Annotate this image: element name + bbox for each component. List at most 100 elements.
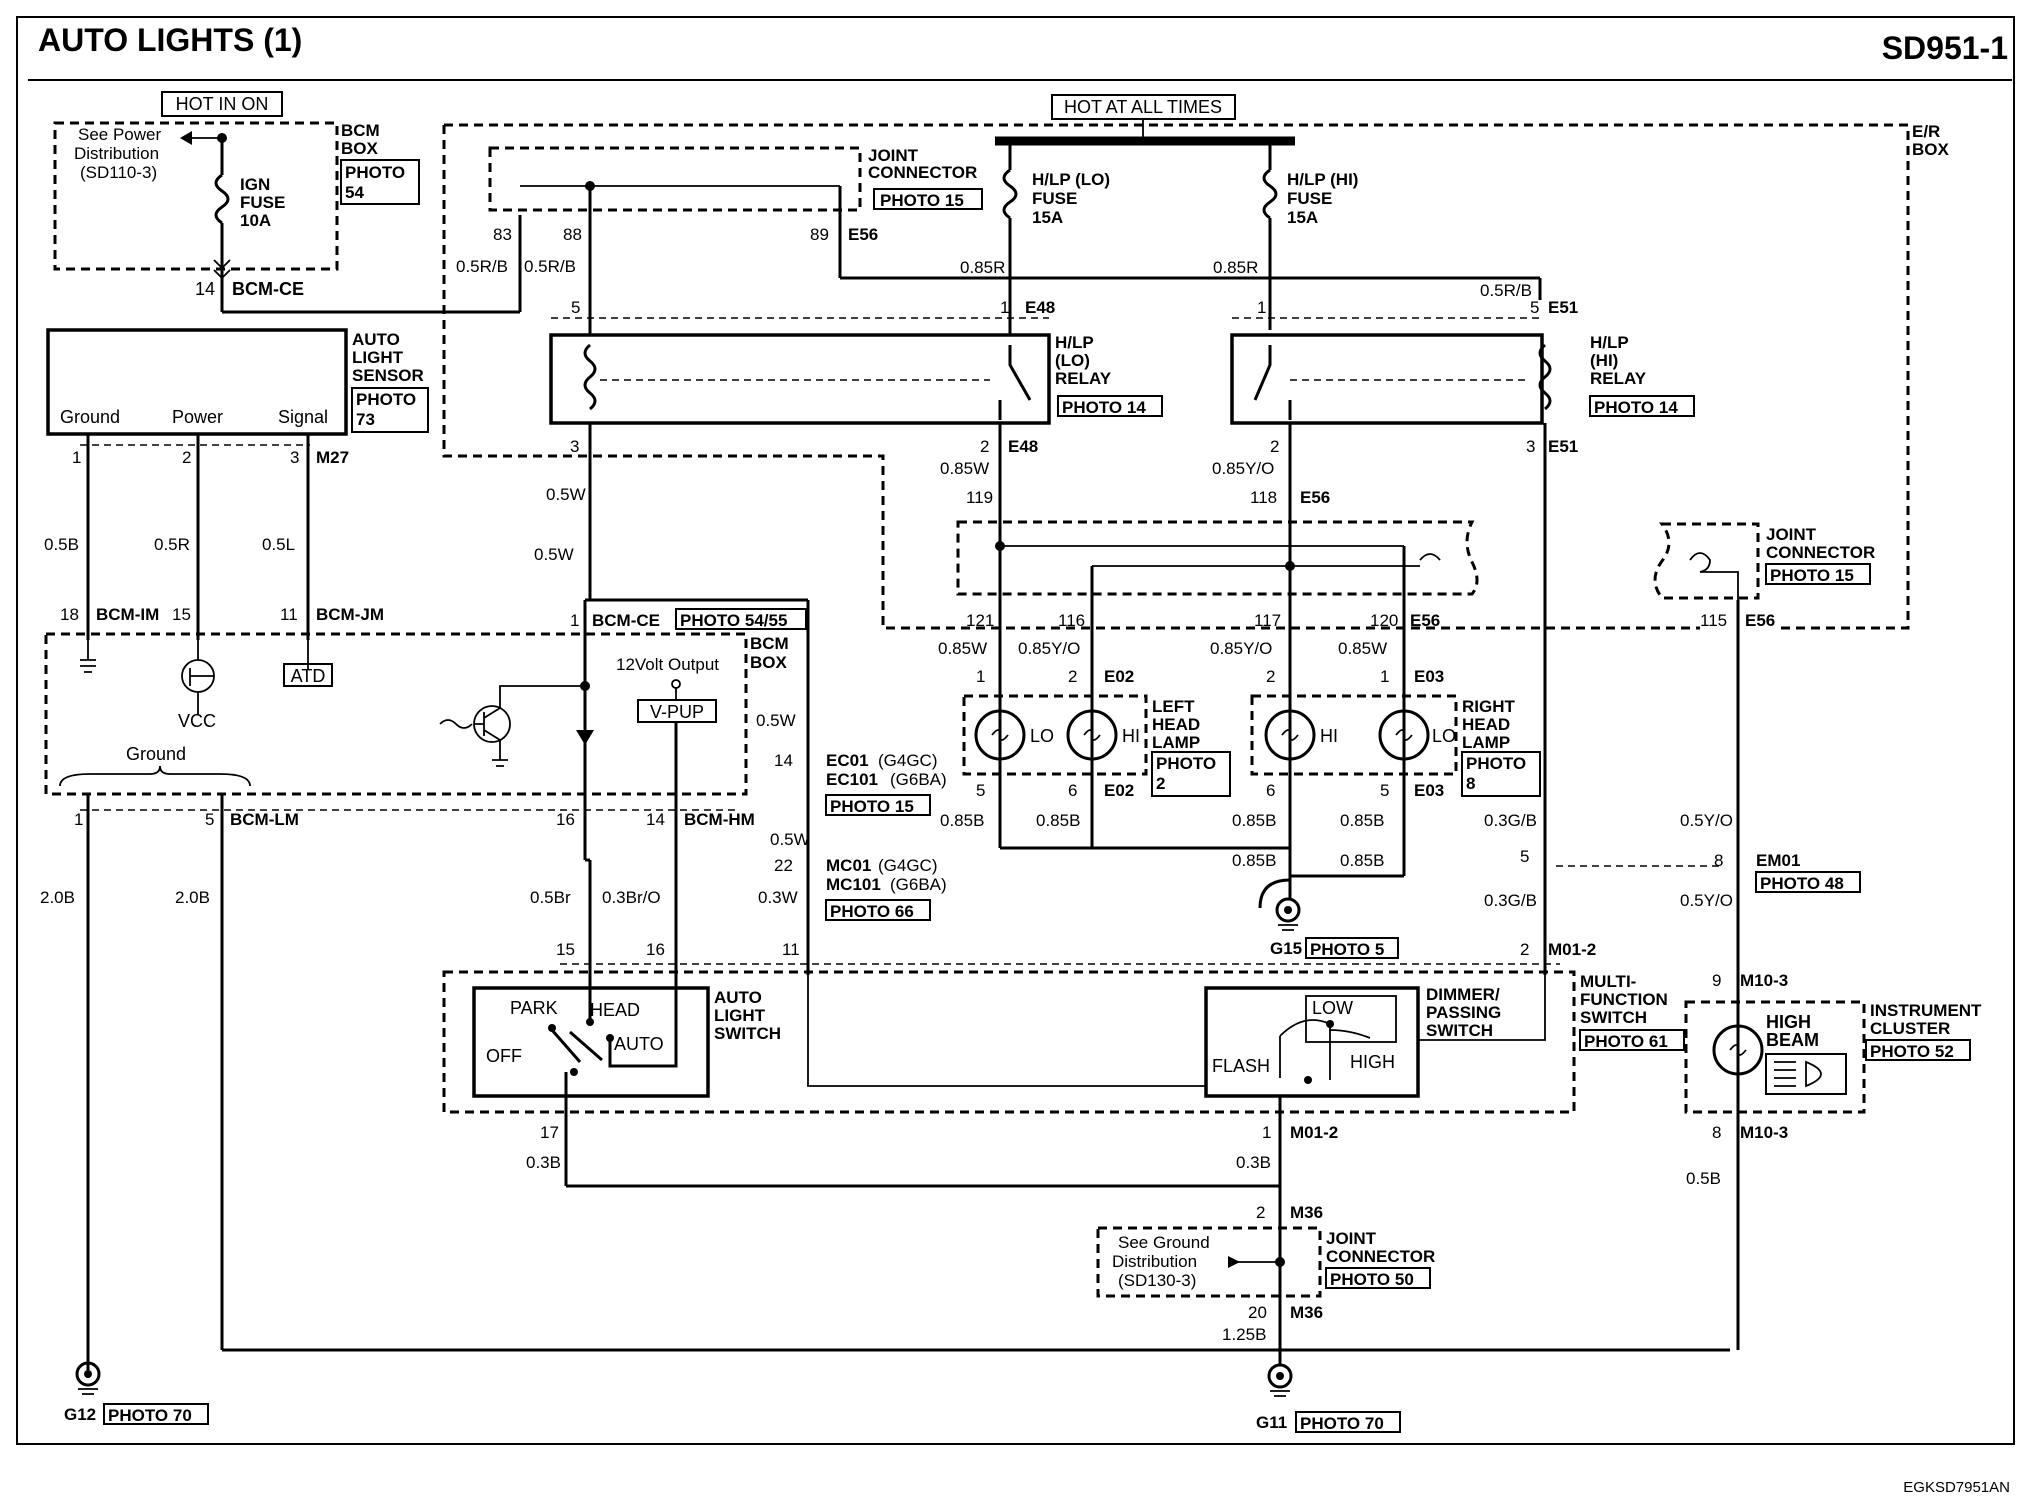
bcm-box-mid-label-1: BCM (750, 634, 789, 653)
hot-in-on-label: HOT IN ON (176, 94, 269, 114)
fuse-lo-1: H/LP (LO) (1032, 170, 1110, 189)
pin-label: 1 (1000, 298, 1009, 317)
transistor-leads (189, 640, 214, 715)
filament-icon (1395, 729, 1413, 741)
mfs-label-1: MULTI- (1580, 972, 1636, 991)
als-label-3: SWITCH (714, 1024, 781, 1043)
photo-box (1057, 395, 1163, 417)
fuse-icon (214, 173, 230, 225)
right-head-lamp (1250, 694, 1458, 776)
photo-label: PHOTO (1156, 754, 1216, 773)
see-ground-2: Distribution (1112, 1252, 1197, 1271)
connector-e51: E51 (1548, 437, 1578, 456)
output-terminal (671, 679, 681, 689)
pin-label: 1 (976, 667, 985, 686)
relay-switch-icon (1253, 345, 1292, 420)
instrument-cluster-label-1: INSTRUMENT (1870, 1001, 1982, 1020)
als-wires (588, 975, 678, 1068)
page-frame (16, 16, 2015, 1445)
connector-e51: E51 (1548, 298, 1578, 317)
photo-num: 2 (1156, 774, 1165, 793)
connector-mc01: MC01 (826, 856, 871, 875)
connector-m01-2: M01-2 (1290, 1123, 1338, 1142)
contact-dot (606, 1034, 614, 1042)
pin-label: 1 (74, 810, 83, 829)
fuse-icon (1262, 168, 1278, 220)
connector-ec101: EC101 (826, 770, 878, 789)
photo-box (1755, 871, 1861, 893)
lamp-icon (1712, 1024, 1764, 1076)
pin-label: 18 (60, 605, 79, 624)
terminal-power: Power (172, 407, 223, 427)
wire-label: 0.85W (940, 459, 989, 478)
contact-dot (586, 1018, 594, 1026)
switch-flash: FLASH (1212, 1056, 1270, 1076)
relay-lo-label-2: (LO) (1055, 351, 1090, 370)
photo-label: PHOTO 15 (830, 797, 914, 816)
ign-fuse-2: FUSE (240, 193, 285, 212)
ground-point-icon (1267, 1363, 1293, 1389)
mfs-label-3: SWITCH (1580, 1008, 1647, 1027)
wire-label: 0.85W (1338, 639, 1387, 658)
connector-mc01-sub: (G4GC) (878, 856, 938, 875)
high-beam-indicator-icon (1765, 1053, 1847, 1095)
ground-icon (80, 640, 96, 673)
joint-connector-bottom (1096, 1226, 1322, 1298)
twelve-volt-label: 12Volt Output (616, 655, 719, 674)
switch-auto: AUTO (614, 1034, 664, 1054)
switch-park: PARK (510, 998, 558, 1018)
bcm-box-mid-label-2: BOX (750, 653, 788, 672)
ground-label: Ground (126, 744, 186, 764)
wire-label: 0.85Y/O (1018, 639, 1080, 658)
pin-label: 16 (556, 810, 575, 829)
joint-connector-bot-label-2: CONNECTOR (1326, 1247, 1435, 1266)
connector-m36: M36 (1290, 1203, 1323, 1222)
connector-bcm-jm: BCM-JM (316, 605, 384, 624)
lamp-hi-label: HI (1122, 726, 1140, 746)
ign-fuse-1: IGN (240, 175, 270, 194)
pin-88: 88 (563, 225, 582, 244)
pin-label: 16 (646, 940, 665, 959)
switch-high: HIGH (1350, 1052, 1395, 1072)
contact-dot (570, 1068, 578, 1076)
lamp-lo-icon (974, 709, 1026, 761)
pin-label: 22 (774, 856, 793, 875)
right-lamp-label-1: RIGHT (1462, 697, 1516, 716)
photo-label: PHOTO 70 (1300, 1414, 1384, 1433)
photo-box (1305, 937, 1399, 959)
pin-label: 14 (195, 279, 215, 299)
pin-label: 6 (1266, 781, 1275, 800)
wire-label: 0.3B (526, 1153, 561, 1172)
connector-chevron-icon (213, 259, 231, 280)
wire-label: 0.5B (1686, 1169, 1721, 1188)
photo-box (1765, 563, 1871, 585)
photo-num: 54 (345, 183, 364, 202)
dimmer-passing-switch (1204, 986, 1420, 1098)
relay-switch-icon (998, 345, 1032, 420)
sensor-label-3: SENSOR (352, 366, 424, 385)
junction-dot (1285, 561, 1295, 571)
ground-point-dot (1276, 1372, 1284, 1380)
ground-point-icon (1275, 897, 1301, 923)
headlight-beam-icon (1774, 1060, 1822, 1088)
g15-link (1288, 874, 1404, 900)
wire-label: 0.3G/B (1484, 891, 1537, 910)
als-contact-icon (550, 1029, 603, 1063)
photo-label: PHOTO 61 (1584, 1032, 1668, 1051)
wire-label: 0.85R (960, 258, 1005, 277)
photo-box (1865, 1039, 1971, 1061)
pin-label: 2 (1270, 437, 1279, 456)
wire-label: 0.5W (756, 711, 796, 730)
photo-label: PHOTO 15 (880, 191, 964, 210)
pin-label: 117 (1254, 611, 1281, 630)
pin-label: 121 (966, 611, 994, 630)
connector-bcm-lm: BCM-LM (230, 810, 299, 829)
pin-label: 120 (1370, 611, 1398, 630)
low-contact-box (1305, 995, 1397, 1043)
left-lamp-label-3: LAMP (1152, 733, 1200, 752)
wire-label: 0.5R (154, 535, 190, 554)
relay-hi-label-3: RELAY (1590, 369, 1647, 388)
photo-box (103, 1403, 209, 1425)
connector-bcm-hm: BCM-HM (684, 810, 755, 829)
wire-label: 0.3Br/O (602, 888, 661, 907)
